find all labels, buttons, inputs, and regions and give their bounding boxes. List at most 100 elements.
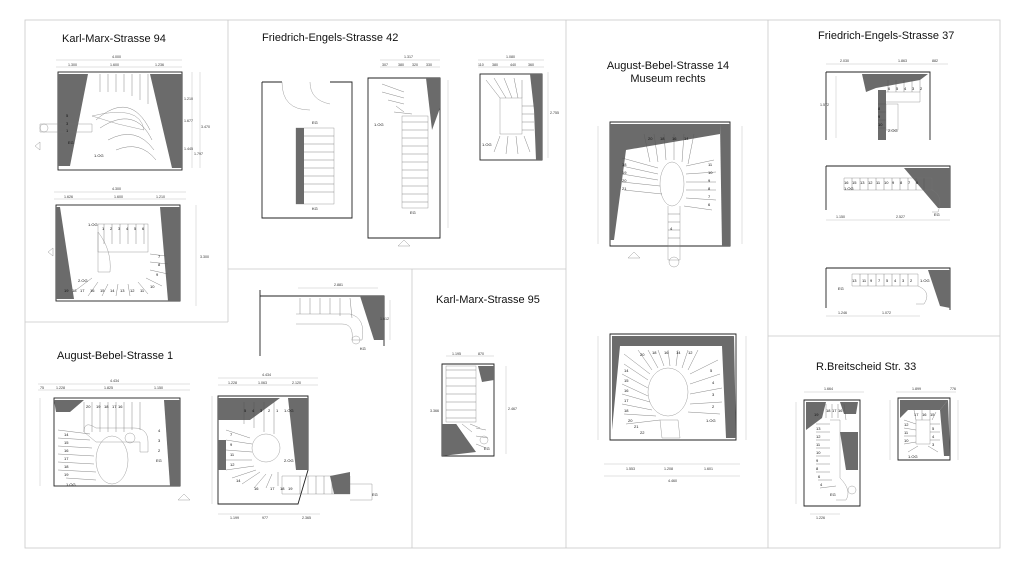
step-label: 19 bbox=[622, 170, 627, 175]
step-label: 16 bbox=[254, 486, 259, 491]
step-label: 10 bbox=[904, 438, 909, 443]
title-abs14-line2: Museum rechts bbox=[630, 73, 706, 85]
step-label: 20 bbox=[622, 178, 627, 183]
floor-label-1og: 1.OG bbox=[284, 408, 294, 413]
dim-label: 1.572 bbox=[820, 103, 829, 107]
step-label: 10 bbox=[816, 450, 821, 455]
step-label: 3 bbox=[66, 121, 69, 126]
step-label: 11 bbox=[140, 288, 145, 293]
floor-label-2og: 2.OG bbox=[78, 278, 88, 283]
step-label: 2 bbox=[110, 226, 113, 231]
dim-label: 1.210 bbox=[156, 195, 165, 199]
step-label: 13 bbox=[860, 180, 865, 185]
step-label: 11 bbox=[230, 452, 235, 457]
step-label: 5 bbox=[66, 113, 69, 118]
dim-label: 870 bbox=[478, 352, 484, 356]
step-label: 13 bbox=[852, 278, 857, 283]
dim-label: 1.228 bbox=[228, 381, 237, 385]
step-label: 9 bbox=[230, 442, 233, 447]
dim-label: 1.228 bbox=[56, 386, 65, 390]
step-label: 16 bbox=[838, 408, 843, 413]
step-label: 12 bbox=[688, 350, 693, 355]
step-label: 4 bbox=[158, 428, 161, 433]
step-label: 15 bbox=[852, 180, 857, 185]
dim-label: 1.664 bbox=[824, 387, 833, 391]
dim-label: 1.210 bbox=[184, 97, 193, 101]
dim-label: 1.150 bbox=[154, 386, 163, 390]
step-label: 1 bbox=[102, 226, 105, 231]
dim-label: 380 bbox=[398, 63, 404, 67]
dim-label: 2.030 bbox=[840, 59, 849, 63]
step-label: 20 bbox=[648, 136, 653, 141]
step-label: 7 bbox=[908, 180, 911, 185]
step-label: 16 bbox=[922, 412, 927, 417]
dim-label: 3.366 bbox=[430, 409, 439, 413]
step-label: 18 bbox=[280, 486, 285, 491]
floor-label-1og: 1.OG bbox=[908, 454, 918, 459]
step-label: 18 bbox=[104, 404, 109, 409]
step-label: 10 bbox=[150, 284, 155, 289]
dim-label: 2.467 bbox=[508, 407, 517, 411]
plan-fes37-top: 2.030 1.863 882 6 5 4 3 2 8 9 10 2.OG 1.… bbox=[820, 59, 948, 140]
step-label: 16 bbox=[844, 180, 849, 185]
dim-label: 1.825 bbox=[104, 386, 113, 390]
plan-fes42-a: EG KG bbox=[261, 81, 353, 219]
step-label: 2 bbox=[910, 278, 913, 283]
floor-label-1og: 1.OG bbox=[706, 418, 716, 423]
floor-label-2og: 2.OG bbox=[888, 128, 898, 133]
step-label: 8 bbox=[900, 180, 903, 185]
dim-label: 1.150 bbox=[836, 215, 845, 219]
dim-label: 1.317 bbox=[404, 55, 413, 59]
step-label: 5 bbox=[710, 368, 713, 373]
plan-fes37-mid: 16 15 13 12 11 10 9 8 7 6 1.OG EG 1.150 … bbox=[825, 165, 951, 221]
title-rbs33: R.Breitscheid Str. 33 bbox=[816, 361, 916, 373]
dim-label: 1.300 bbox=[68, 63, 77, 67]
floor-label-kg: KG bbox=[312, 206, 318, 211]
plan-kms95: 1.195 870 EG 2.467 3.366 bbox=[430, 352, 517, 457]
plan-rbs33-left: 1.664 19 18 17 16 13 12 11 10 9 8 6 4 EG… bbox=[795, 387, 864, 520]
floor-label-1og: 1.OG bbox=[844, 186, 854, 191]
step-label: 16 bbox=[90, 288, 95, 293]
step-label: 19 bbox=[288, 486, 293, 491]
step-label: 19 bbox=[64, 472, 69, 477]
step-label: 15 bbox=[64, 440, 69, 445]
step-label: 4 bbox=[932, 434, 935, 439]
step-label: 11 bbox=[876, 180, 881, 185]
step-label: 15 bbox=[100, 288, 105, 293]
step-label: 5 bbox=[244, 408, 247, 413]
title-kms94: Karl-Marx-Strasse 94 bbox=[62, 33, 166, 45]
step-label: 10 bbox=[884, 180, 889, 185]
floor-label-eg: EG bbox=[372, 492, 378, 497]
step-label: 20 bbox=[86, 404, 91, 409]
step-label: 11 bbox=[904, 430, 909, 435]
floor-label-1og: 1.OG bbox=[482, 142, 492, 147]
step-label: 19 bbox=[814, 412, 819, 417]
plan-abs1-left: 4.434 75 1.228 1.825 1.150 20 19 18 17 1… bbox=[38, 379, 191, 501]
plan-kms94-upper: 4.000 1.300 1.600 1.236 1.210 1.677 3.47… bbox=[34, 55, 210, 171]
step-label: 14 bbox=[684, 136, 689, 141]
panel-frames bbox=[24, 19, 1001, 549]
step-label: 3 bbox=[712, 392, 715, 397]
step-label: 17 bbox=[112, 404, 117, 409]
step-label: 6 bbox=[888, 86, 891, 91]
step-label: 12 bbox=[230, 462, 235, 467]
dim-label: 307 bbox=[382, 63, 388, 67]
step-label: 3 bbox=[902, 278, 905, 283]
floor-label-2og: 2.OG bbox=[284, 458, 294, 463]
dim-label: 2.881 bbox=[334, 283, 343, 287]
step-label: 10 bbox=[878, 122, 883, 127]
dim-label: 1.080 bbox=[506, 55, 515, 59]
dim-label: 1.601 bbox=[704, 467, 713, 471]
step-label: 14 bbox=[676, 350, 681, 355]
dim-label: 1.063 bbox=[258, 381, 267, 385]
step-label: 3 bbox=[932, 442, 935, 447]
step-label: 4 bbox=[126, 226, 129, 231]
step-label: 16 bbox=[672, 136, 677, 141]
step-label: 5 bbox=[932, 426, 935, 431]
floor-label-eg: EG bbox=[156, 458, 162, 463]
step-label: 4 bbox=[670, 226, 673, 231]
step-label: 8 bbox=[816, 466, 819, 471]
step-label: 5 bbox=[896, 86, 899, 91]
step-label: 18 bbox=[826, 408, 831, 413]
dim-label: 776 bbox=[950, 387, 956, 391]
